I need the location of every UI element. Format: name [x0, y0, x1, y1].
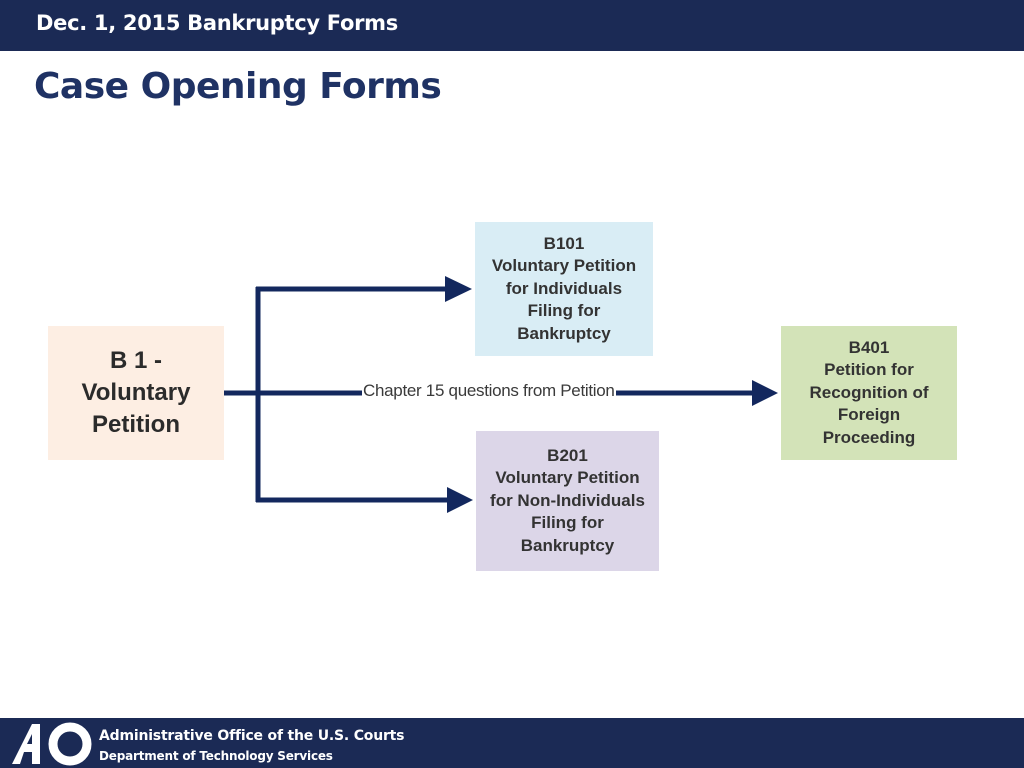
- banner-title: Dec. 1, 2015 Bankruptcy Forms: [36, 11, 398, 35]
- node-b401-line: B401: [848, 337, 890, 357]
- ao-logo-icon: [12, 722, 92, 766]
- node-b201-line: B201: [547, 445, 588, 465]
- footer-org-name: Administrative Office of the U.S. Courts: [99, 728, 405, 744]
- footer-bar: [0, 718, 1024, 768]
- node-b201-line: Voluntary Petition: [495, 468, 640, 488]
- node-b401-line: Foreign: [837, 405, 901, 425]
- node-b101-line: Bankruptcy: [517, 323, 611, 343]
- node-b101-line: Filing for: [527, 301, 601, 321]
- node-b101-line: B101: [543, 233, 585, 253]
- footer-department: Department of Technology Services: [99, 749, 333, 763]
- node-b101-individuals: B101 Voluntary Petition for Individuals …: [475, 222, 653, 356]
- node-b401-line: Proceeding: [822, 427, 916, 447]
- arrowhead-b201: [447, 487, 473, 513]
- arrowhead-b401: [752, 380, 778, 406]
- arrowhead-b101: [445, 276, 472, 302]
- node-b201-line: Filing for: [531, 513, 604, 533]
- top-banner: Dec. 1, 2015 Bankruptcy Forms: [0, 0, 1024, 51]
- node-b1-line: B 1 -: [109, 347, 162, 374]
- node-b401-foreign-proceeding: B401 Petition for Recognition of Foreign…: [781, 326, 957, 460]
- slide-title: Case Opening Forms: [34, 66, 442, 107]
- node-b201-line: for Non-Individuals: [490, 490, 645, 510]
- node-b1-line: Voluntary: [81, 379, 191, 406]
- node-b1-voluntary-petition: B 1 - Voluntary Petition: [48, 326, 224, 460]
- node-b401-line: Recognition of: [809, 382, 929, 402]
- node-b1-line: Petition: [92, 411, 180, 438]
- node-b201-line: Bankruptcy: [520, 535, 615, 555]
- node-b101-line: Voluntary Petition: [491, 256, 637, 276]
- edge-label-chapter15: Chapter 15 questions from Petition: [362, 381, 616, 401]
- node-b201-non-individuals: B201 Voluntary Petition for Non-Individu…: [476, 431, 659, 571]
- node-b101-line: for Individuals: [505, 278, 623, 298]
- node-b401-line: Petition for: [824, 360, 914, 380]
